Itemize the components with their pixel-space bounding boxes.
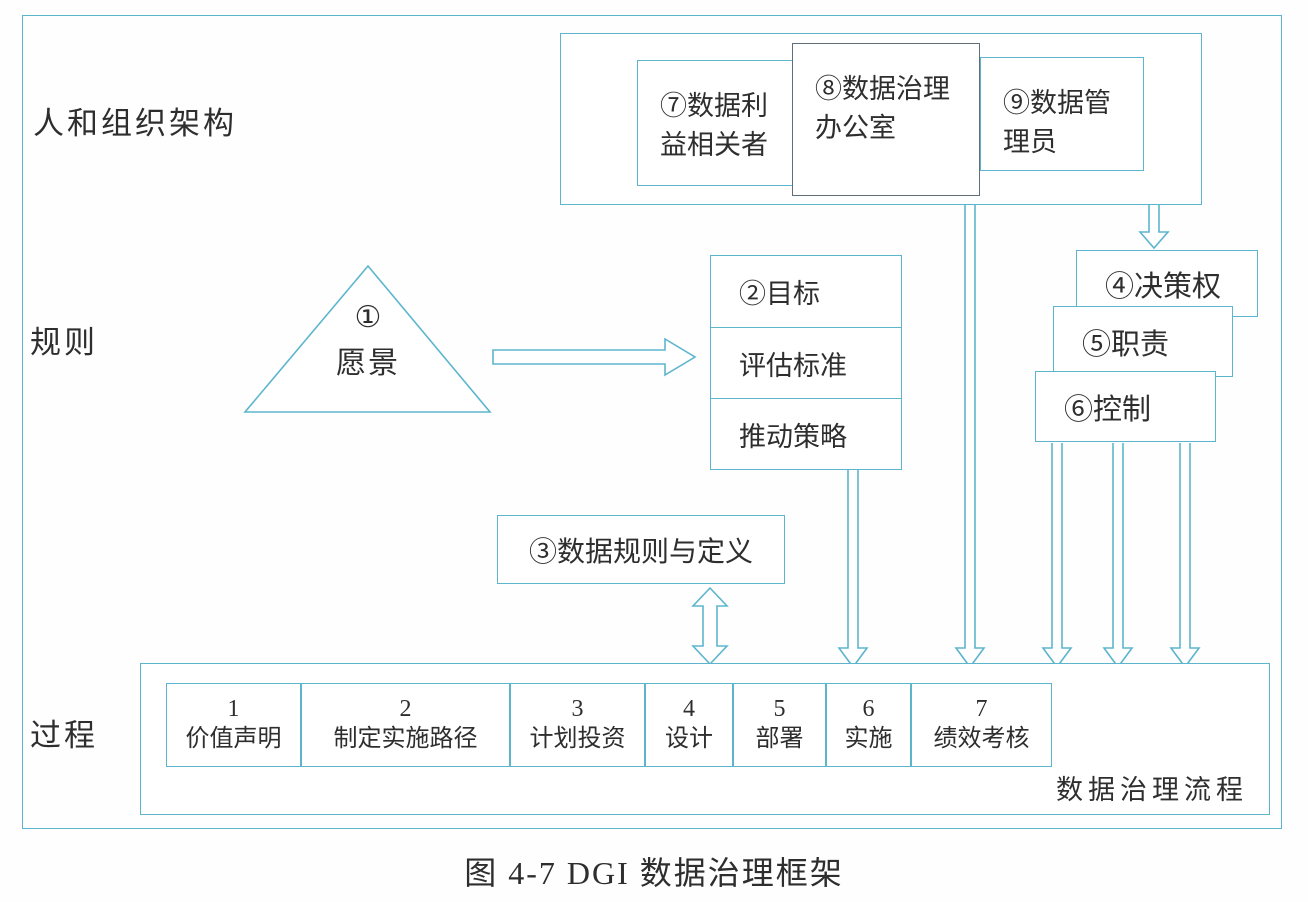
process-step-7: 7 绩效考核 <box>911 683 1052 767</box>
box-control: ⑥控制 <box>1035 371 1216 442</box>
process-step-5: 5 部署 <box>733 683 826 767</box>
box-data-rules-definitions: ③数据规则与定义 <box>497 515 785 584</box>
row-label-rules: 规则 <box>30 325 98 360</box>
goal-cell-goal: ②目标 <box>739 279 820 309</box>
step-label: 绩效考核 <box>933 725 1030 752</box>
box-data-stewards: ⑨数据管 理员 <box>980 57 1144 171</box>
figure-caption: 图 4-7 DGI 数据治理框架 <box>464 855 844 891</box>
step-label: 实施 <box>844 725 893 752</box>
process-step-3: 3 计划投资 <box>510 683 645 767</box>
row-label-process: 过程 <box>30 718 98 753</box>
box-accountability: ⑤职责 <box>1053 306 1233 377</box>
vision-label: 愿景 <box>336 347 400 380</box>
step-label: 部署 <box>755 725 804 752</box>
step-label: 制定实施路径 <box>333 725 478 752</box>
goal-cell-strategy: 推动策略 <box>711 398 901 469</box>
step-number: 2 <box>399 696 412 722</box>
box-governance-office: ⑧数据治理 办公室 <box>792 43 980 196</box>
vision-number: ① <box>354 301 382 334</box>
row-label-people-org: 人和组织架构 <box>33 106 237 141</box>
process-step-4: 4 设计 <box>645 683 733 767</box>
process-step-1: 1 价值声明 <box>166 683 301 767</box>
step-number: 4 <box>683 696 695 722</box>
step-label: 价值声明 <box>185 725 282 752</box>
process-step-6: 6 实施 <box>826 683 911 767</box>
step-number: 5 <box>773 696 786 722</box>
goal-cell-metrics: 评估标准 <box>711 327 901 398</box>
step-number: 6 <box>862 696 875 722</box>
step-label: 设计 <box>665 725 713 752</box>
governance-flow-label: 数据治理流程 <box>1056 775 1248 805</box>
step-number: 7 <box>975 696 988 722</box>
diagram-outer-frame <box>22 15 1282 829</box>
step-number: 3 <box>571 696 584 722</box>
process-step-2: 2 制定实施路径 <box>301 683 510 767</box>
box-data-stakeholders: ⑦数据利 益相关者 <box>637 60 793 186</box>
step-number: 1 <box>227 696 240 722</box>
goals-stack: ②目标 评估标准 推动策略 <box>710 255 902 470</box>
step-label: 计划投资 <box>529 725 626 752</box>
